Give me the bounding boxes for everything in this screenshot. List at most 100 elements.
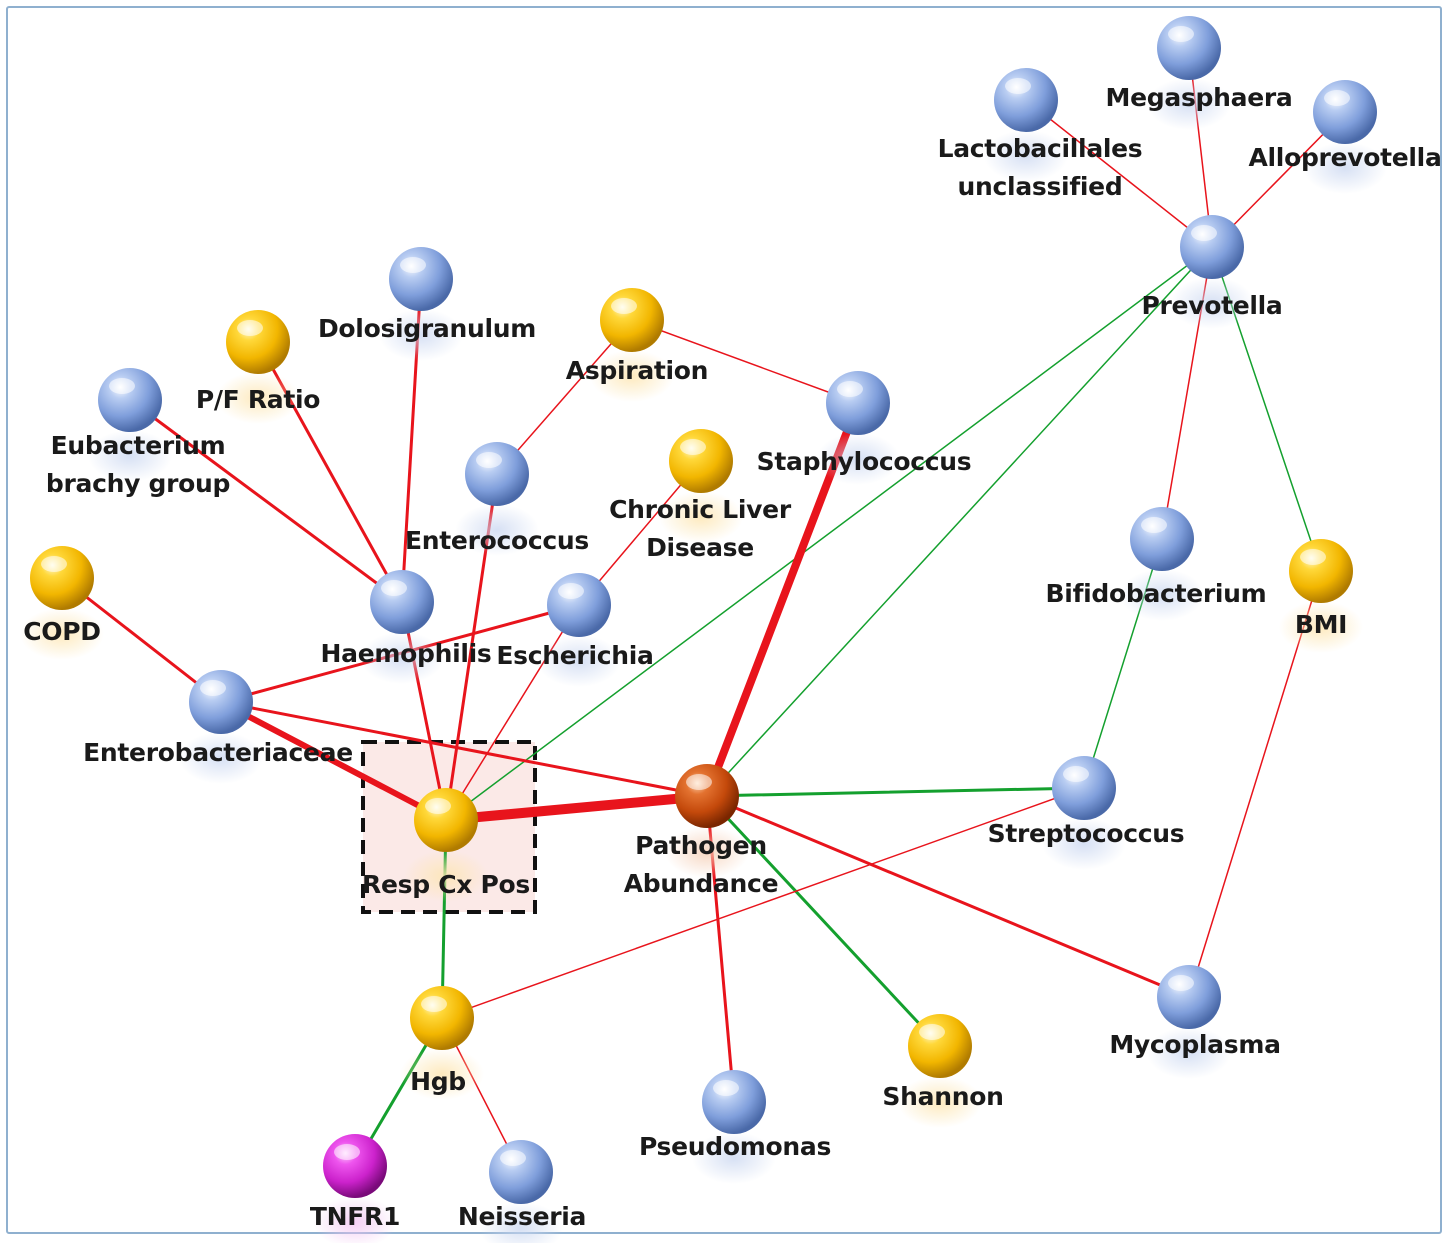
node-staphylococcus[interactable]: Staphylococcus — [757, 371, 972, 485]
node-highlight — [680, 439, 706, 455]
edge-pathogen_abundance-streptococcus — [705, 786, 1086, 798]
node-glow — [1042, 818, 1126, 870]
node-dolosigranulum[interactable]: Dolosigranulum — [318, 247, 536, 361]
node-label-line: Resp Cx Pos — [362, 870, 530, 899]
node-eubacterium[interactable]: Eubacterium brachy group — [46, 368, 230, 498]
edge-copd-enterobacteriaceae — [60, 576, 223, 704]
node-shannon[interactable]: Shannon — [882, 1014, 1004, 1128]
node-label-line: Eubacterium — [51, 431, 226, 460]
node-pseudomonas[interactable]: Pseudomonas — [639, 1070, 831, 1184]
node-alloprevotella[interactable]: Alloprevotella — [1248, 80, 1442, 194]
node-highlight — [425, 798, 451, 814]
node-escherichia[interactable]: Escherichia — [496, 573, 654, 687]
node-pf_ratio[interactable]: P/F Ratio — [196, 310, 321, 424]
node-highlight — [237, 320, 263, 336]
edge-pathogen_abundance-shannon — [705, 794, 942, 1048]
node-highlight — [713, 1080, 739, 1096]
node-label: Staphylococcus — [757, 447, 972, 476]
node-label-line: TNFR1 — [310, 1202, 400, 1231]
node-mycoplasma[interactable]: Mycoplasma — [1109, 965, 1281, 1079]
microbe-node-sphere — [1157, 965, 1221, 1029]
node-glow — [360, 632, 444, 684]
node-label: Escherichia — [496, 641, 653, 670]
microbe-node-sphere — [98, 368, 162, 432]
node-glow — [1170, 277, 1254, 329]
node-glow — [665, 826, 749, 878]
node-label-line: COPD — [23, 617, 100, 646]
node-label-line: Neisseria — [458, 1202, 586, 1231]
node-glow — [479, 1202, 563, 1243]
node-glow — [1279, 601, 1363, 653]
node-label: Hgb — [410, 1067, 466, 1096]
node-highlight — [611, 298, 637, 314]
pathogen-node-sphere — [675, 764, 739, 828]
node-glow — [1120, 569, 1204, 621]
node-label-line: Prevotella — [1142, 291, 1283, 320]
node-copd[interactable]: COPD — [20, 546, 104, 660]
node-label-line: Mycoplasma — [1109, 1030, 1280, 1059]
microbe-node-sphere — [1180, 215, 1244, 279]
node-resp_cx_pos[interactable]: Resp Cx Pos — [362, 788, 530, 902]
node-label: Neisseria — [458, 1202, 586, 1231]
node-label-line: Enterobacteriaceae — [83, 738, 353, 767]
node-hgb[interactable]: Hgb — [400, 986, 484, 1100]
node-aspiration[interactable]: Aspiration — [566, 288, 708, 402]
node-label: Pseudomonas — [639, 1132, 831, 1161]
microbe-node-sphere — [994, 68, 1058, 132]
node-tnfr1[interactable]: TNFR1 — [310, 1134, 400, 1243]
node-label: TNFR1 — [310, 1202, 400, 1231]
node-glow — [1147, 1027, 1231, 1079]
microbe-node-sphere — [1052, 756, 1116, 820]
node-label: BMI — [1295, 610, 1347, 639]
node-highlight — [558, 583, 584, 599]
node-glow — [455, 504, 539, 556]
node-label: Megasphaera — [1106, 83, 1293, 112]
microbe-node-sphere — [702, 1070, 766, 1134]
node-label-line: brachy group — [46, 469, 230, 498]
node-bmi[interactable]: BMI — [1279, 539, 1363, 653]
node-haemophilis[interactable]: Haemophilis — [321, 570, 492, 684]
node-label: Haemophilis — [321, 639, 492, 668]
node-glow — [692, 1132, 776, 1184]
microbe-node-sphere — [465, 442, 529, 506]
node-megasphaera[interactable]: Megasphaera — [1106, 16, 1293, 130]
node-glow — [400, 1048, 484, 1100]
node-highlight — [837, 381, 863, 397]
node-glow — [88, 430, 172, 482]
node-highlight — [1324, 90, 1350, 106]
node-glow — [379, 309, 463, 361]
edge-prevotella-pathogen_abundance — [706, 246, 1213, 797]
clinical-node-sphere — [410, 986, 474, 1050]
edge-aspiration-staphylococcus — [631, 319, 859, 404]
node-glow — [659, 491, 743, 543]
node-highlight — [1141, 517, 1167, 533]
node-streptococcus[interactable]: Streptococcus — [988, 756, 1185, 870]
node-enterobacteriaceae[interactable]: Enterobacteriaceae — [83, 670, 353, 784]
node-prevotella[interactable]: Prevotella — [1142, 215, 1283, 329]
node-label: Prevotella — [1142, 291, 1283, 320]
node-highlight — [381, 580, 407, 596]
node-neisseria[interactable]: Neisseria — [458, 1140, 586, 1243]
node-label: Streptococcus — [988, 819, 1185, 848]
node-highlight — [476, 452, 502, 468]
edge-aspiration-enterococcus — [496, 319, 633, 475]
node-glow — [816, 433, 900, 485]
node-label: Mycoplasma — [1109, 1030, 1280, 1059]
node-label-line: Aspiration — [566, 356, 708, 385]
microbe-node-sphere — [826, 371, 890, 435]
node-label-line: Pseudomonas — [639, 1132, 831, 1161]
node-label-line: Pathogen — [635, 831, 767, 860]
node-label-line: P/F Ratio — [196, 385, 320, 414]
node-glow — [590, 350, 674, 402]
microbe-node-sphere — [1157, 16, 1221, 80]
node-highlight — [334, 1144, 360, 1160]
node-glow — [1303, 142, 1387, 194]
node-bifidobacterium[interactable]: Bifidobacterium — [1046, 507, 1267, 621]
node-enterococcus[interactable]: Enterococcus — [405, 442, 589, 556]
node-label-line: Alloprevotella — [1248, 143, 1441, 172]
